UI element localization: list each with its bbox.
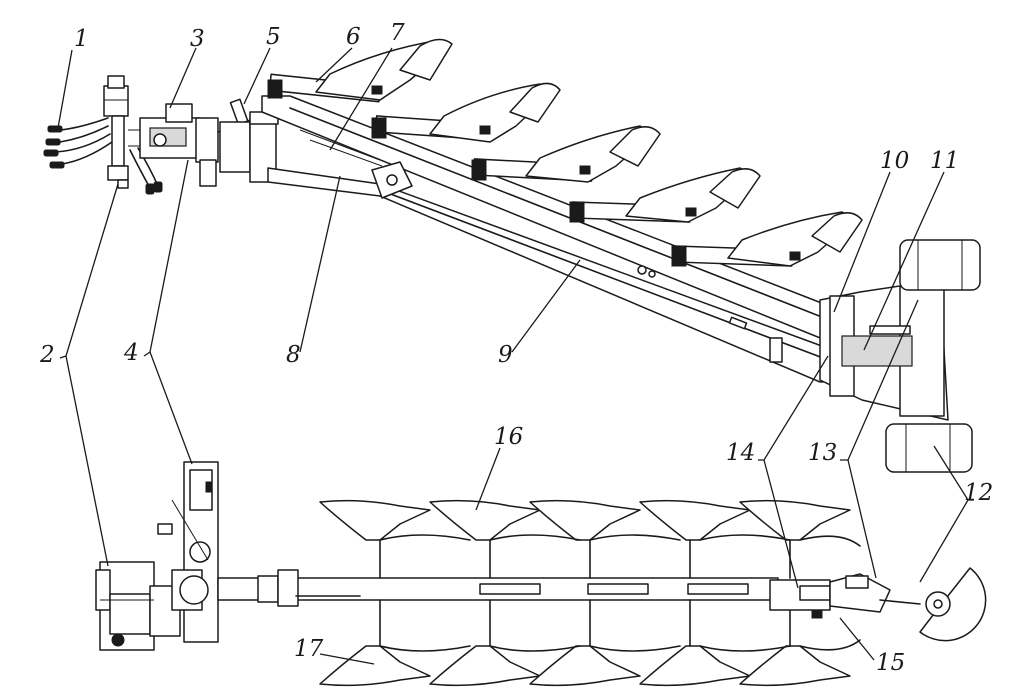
plan-wheel xyxy=(919,567,987,642)
plan-main-beam xyxy=(217,569,779,607)
leader-lines xyxy=(57,47,974,665)
callout-15: 15 xyxy=(876,650,905,676)
rear-wheel-frame xyxy=(769,239,981,473)
plan-view xyxy=(95,461,987,687)
plough-body-4 xyxy=(569,167,761,223)
plough-body-1 xyxy=(267,38,453,103)
callout-14: 14 xyxy=(726,440,755,466)
side-view xyxy=(43,38,981,473)
callout-11: 11 xyxy=(930,148,959,174)
callout-labels: 1 2 3 4 5 6 7 8 9 10 11 12 13 14 15 16 1… xyxy=(39,20,993,676)
callout-7: 7 xyxy=(390,20,405,46)
callout-2: 2 xyxy=(39,342,55,368)
callout-17: 17 xyxy=(294,636,324,662)
callout-4: 4 xyxy=(123,340,139,366)
callout-16: 16 xyxy=(494,424,523,450)
headstock xyxy=(128,103,219,187)
plough-body-5 xyxy=(671,211,863,267)
callout-1: 1 xyxy=(74,26,89,52)
callout-8: 8 xyxy=(286,342,301,368)
callout-9: 9 xyxy=(498,342,513,368)
callout-3: 3 xyxy=(190,26,205,52)
plan-bodies-upper xyxy=(319,499,861,579)
hitch-mast xyxy=(103,75,129,189)
plan-hitch xyxy=(95,561,181,651)
callout-13: 13 xyxy=(808,440,837,466)
callout-5: 5 xyxy=(266,24,281,50)
plan-bodies-lower xyxy=(319,599,861,687)
callout-12: 12 xyxy=(964,480,993,506)
plough-body-3 xyxy=(471,125,661,183)
plan-rear-frame xyxy=(769,573,921,619)
plough-body-2 xyxy=(371,82,561,143)
plan-headstock xyxy=(157,461,219,643)
hydraulic-hoses xyxy=(43,117,163,195)
callout-6: 6 xyxy=(346,24,361,50)
callout-10: 10 xyxy=(880,148,909,174)
